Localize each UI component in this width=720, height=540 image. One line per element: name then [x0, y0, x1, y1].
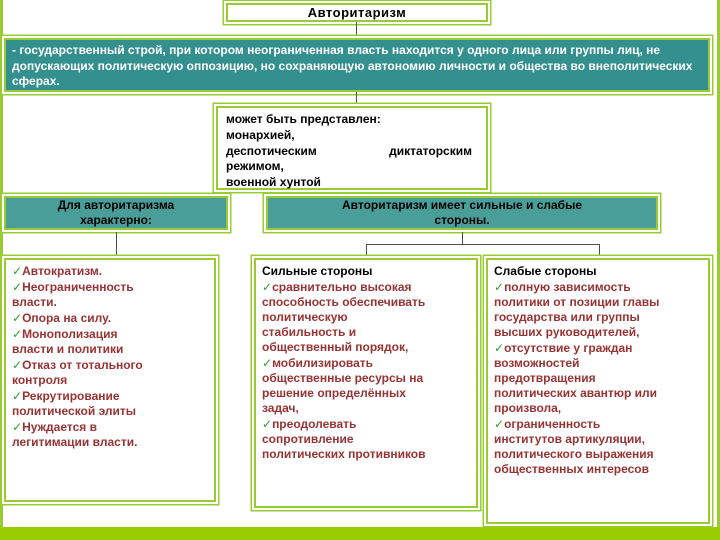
definition-text: - государственный строй, при котором нео…	[12, 43, 693, 89]
list-item: ✓Монополизация власти и политики	[12, 327, 162, 357]
title-box: Авторитаризм	[226, 3, 488, 22]
list-item: ✓Нуждается в легитимации власти.	[12, 420, 162, 450]
forms-box: может быть представлен: монархией, деспо…	[216, 106, 488, 190]
list-item-label: полную зависимость политики от позиции г…	[494, 280, 660, 339]
list-item-label: Монополизация власти и политики	[12, 327, 124, 356]
list-item: ✓Автократизм.	[12, 264, 162, 279]
check-icon: ✓	[494, 280, 505, 294]
list-item: ✓сравнительно высокая способность обеспе…	[262, 280, 432, 355]
connector-definition-forms	[356, 92, 357, 106]
characteristics-header-label: Для авторитаризма характерно:	[57, 198, 175, 227]
bottom-accent-bar	[0, 527, 720, 540]
list-item-label: преодолевать сопротивление политических …	[262, 417, 426, 461]
list-item-label: ограниченность институтов артикуляции, п…	[494, 417, 654, 476]
forms-line-word: деспотическим	[226, 143, 317, 158]
list-item-label: отсутствие у граждан возможностей предот…	[494, 341, 658, 415]
list-item-label: Автократизм.	[22, 264, 103, 278]
strong-sides-title: Сильные стороны	[262, 264, 373, 278]
list-item-label: мобилизировать общественные ресурсы на р…	[262, 356, 424, 415]
list-item: ✓Рекрутирование политической элиты	[12, 389, 162, 419]
list-item-label: сравнительно высокая способность обеспеч…	[262, 280, 426, 354]
weak-sides-title: Слабые стороны	[494, 264, 597, 278]
sides-header: Авторитаризм имеет сильные и слабые стор…	[266, 196, 658, 230]
forms-line-word: диктаторским	[389, 143, 472, 158]
connector-sides-stem	[462, 232, 463, 245]
list-item: ✓полную зависимость политики от позиции …	[494, 280, 668, 340]
check-icon: ✓	[12, 264, 23, 278]
list-item-label: Рекрутирование политической элиты	[12, 389, 137, 418]
list-item: ✓мобилизировать общественные ресурсы на …	[262, 356, 432, 416]
check-icon: ✓	[494, 341, 505, 355]
list-item: ✓отсутствие у граждан возможностей предо…	[494, 341, 668, 416]
connector-sides-horizontal	[366, 244, 600, 245]
sides-header-label: Авторитаризм имеет сильные и слабые стор…	[342, 198, 582, 227]
weak-sides-box: Слабые стороны ✓полную зависимость полит…	[486, 258, 710, 524]
list-item: ✓ограниченность институтов артикуляции, …	[494, 417, 668, 477]
list-item: ✓Отказ от тотального контроля	[12, 358, 162, 388]
connector-strong-drop	[366, 244, 367, 258]
check-icon: ✓	[262, 280, 273, 294]
forms-line: режимом,	[226, 159, 284, 174]
connector-characteristics	[116, 232, 117, 258]
list-item: ✓Опора на силу.	[12, 311, 162, 326]
check-icon: ✓	[494, 417, 505, 431]
slide-right-edge	[717, 0, 720, 540]
check-icon: ✓	[12, 358, 23, 372]
characteristics-header: Для авторитаризма характерно:	[4, 196, 228, 230]
connector-title-definition	[356, 22, 357, 36]
check-icon: ✓	[12, 389, 23, 403]
definition-box: - государственный строй, при котором нео…	[4, 38, 710, 92]
page-title: Авторитаризм	[307, 5, 407, 20]
list-item-label: Опора на силу.	[22, 311, 112, 325]
check-icon: ✓	[262, 417, 273, 431]
list-item: ✓преодолевать сопротивление политических…	[262, 417, 432, 462]
list-item-label: Неограниченность власти.	[12, 280, 134, 309]
forms-line: деспотическим диктаторским	[226, 144, 478, 160]
connector-weak-drop	[599, 244, 600, 258]
strong-sides-box: Сильные стороны ✓сравнительно высокая сп…	[254, 258, 478, 508]
check-icon: ✓	[12, 327, 23, 341]
characteristics-box: ✓Автократизм. ✓Неограниченность власти. …	[4, 258, 216, 502]
forms-line: монархией,	[226, 127, 295, 142]
forms-line: может быть представлен:	[226, 112, 381, 126]
forms-line: военной хунтой	[226, 175, 321, 190]
slide-left-edge	[0, 0, 3, 540]
check-icon: ✓	[262, 356, 273, 370]
check-icon: ✓	[12, 420, 23, 434]
check-icon: ✓	[12, 311, 23, 325]
list-item-label: Отказ от тотального контроля	[12, 358, 143, 387]
list-item-label: Нуждается в легитимации власти.	[12, 420, 138, 449]
check-icon: ✓	[12, 280, 23, 294]
list-item: ✓Неограниченность власти.	[12, 280, 162, 310]
